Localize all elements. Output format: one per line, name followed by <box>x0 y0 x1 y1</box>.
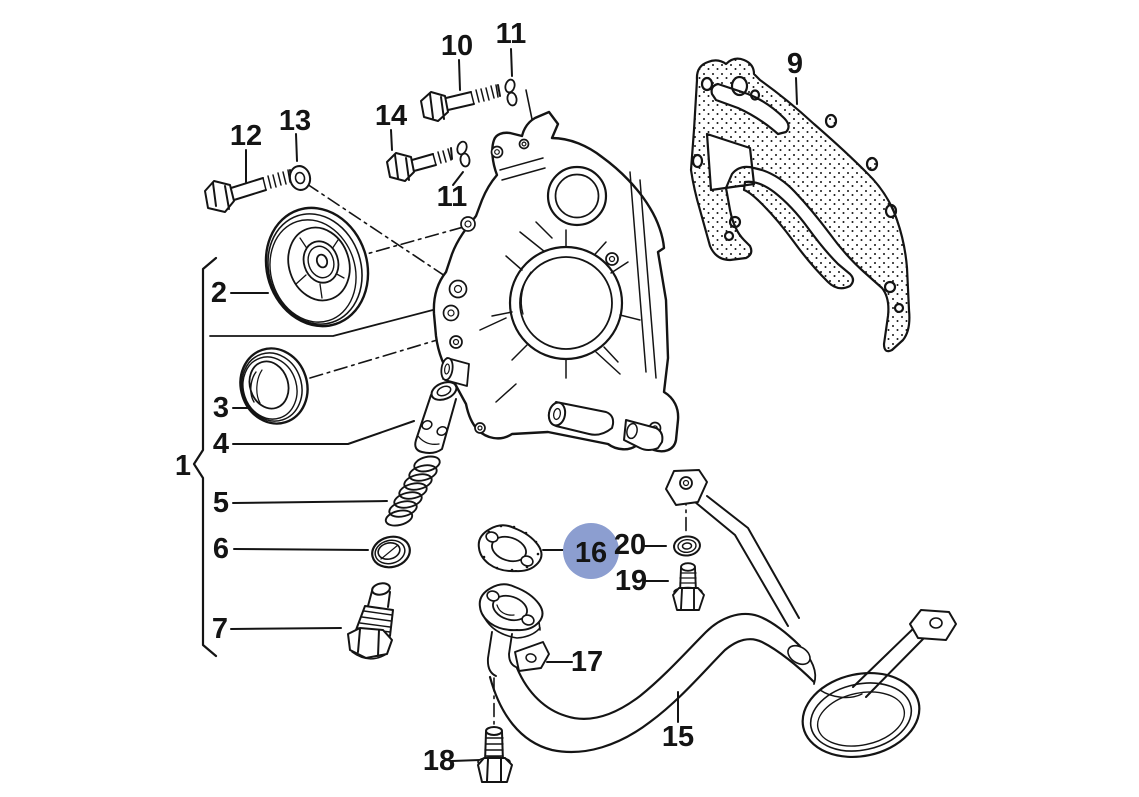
part-bolt-18 <box>477 726 513 783</box>
part-piston-4 <box>414 381 458 454</box>
callout-9[interactable]: 9 <box>787 48 803 80</box>
group-bracket-1 <box>192 256 218 658</box>
callout-11a[interactable]: 11 <box>496 18 527 50</box>
callout-6[interactable]: 6 <box>213 533 229 565</box>
part-bolt-19 <box>672 562 705 611</box>
leader-13 <box>295 133 298 162</box>
callout-labels: 1 2 3 4 5 6 7 9 10 11 11 12 13 14 15 16 … <box>175 18 803 777</box>
highlight-circle[interactable] <box>563 523 619 579</box>
callout-3[interactable]: 3 <box>213 392 229 424</box>
part-ring-6 <box>371 535 411 569</box>
leader-5 <box>232 500 388 504</box>
leader-4 <box>232 420 415 445</box>
part-pulley-2 <box>264 206 370 328</box>
part-flange-17 <box>478 583 550 677</box>
part-bolt-10 <box>420 84 501 122</box>
part-timing-cover <box>432 110 680 453</box>
highlight-marker-16[interactable] <box>563 523 619 579</box>
part-seal-3 <box>239 347 309 425</box>
cover-upper-opening <box>546 165 608 227</box>
leader-7 <box>230 627 342 630</box>
part-plug-7 <box>347 582 394 660</box>
callout-2[interactable]: 2 <box>211 277 227 309</box>
leader-6 <box>233 548 369 551</box>
part-suction-pipe-15 <box>488 469 957 759</box>
callout-12[interactable]: 12 <box>230 120 262 152</box>
part-clip-11a <box>504 78 518 107</box>
callout-19[interactable]: 19 <box>615 565 647 597</box>
callout-7[interactable]: 7 <box>212 613 228 645</box>
leader-9 <box>795 77 798 105</box>
callout-20[interactable]: 20 <box>614 529 646 561</box>
callout-11b[interactable]: 11 <box>437 181 468 213</box>
leader-lines <box>209 48 798 762</box>
part-gasket-16 <box>477 524 543 573</box>
callout-1[interactable]: 1 <box>175 450 191 482</box>
callout-18[interactable]: 18 <box>423 745 455 777</box>
align-group1-cover <box>209 304 453 337</box>
leader-11b <box>452 171 464 186</box>
part-spring-5 <box>384 455 441 527</box>
part-bolt-14 <box>386 147 453 182</box>
callout-13[interactable]: 13 <box>279 105 311 137</box>
part-bolt-12 <box>204 169 292 213</box>
part-clip-11b <box>456 140 471 168</box>
callout-5[interactable]: 5 <box>213 487 229 519</box>
callout-15[interactable]: 15 <box>662 721 694 753</box>
callout-14[interactable]: 14 <box>375 100 407 132</box>
leader-14 <box>390 129 393 151</box>
callout-10[interactable]: 10 <box>441 30 473 62</box>
callout-17[interactable]: 17 <box>571 646 603 678</box>
part-washer-13 <box>288 165 312 191</box>
part-gasket-9 <box>689 57 911 353</box>
leader-18 <box>451 759 481 762</box>
align-11-cover <box>525 89 534 125</box>
cover-lower-opening <box>508 245 624 361</box>
leader-10 <box>458 59 461 91</box>
leader-11a <box>510 48 513 77</box>
callout-16-highlighted[interactable]: 16 <box>575 537 607 569</box>
part-washer-20 <box>673 535 701 557</box>
align-13-boss <box>306 183 455 283</box>
callout-4[interactable]: 4 <box>213 428 229 460</box>
